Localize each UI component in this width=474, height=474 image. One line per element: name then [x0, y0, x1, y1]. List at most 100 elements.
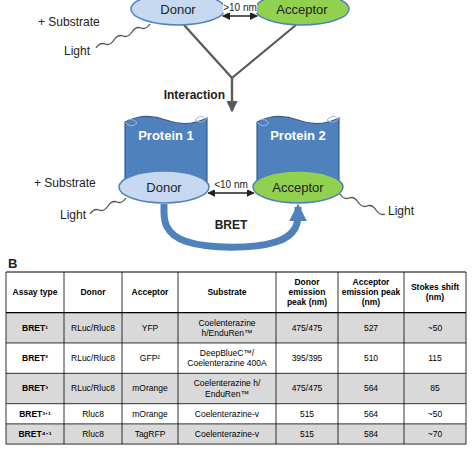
- table-cell: 115: [407, 353, 463, 363]
- substrate-note: + Substrate: [34, 176, 96, 190]
- table-cell: ~50: [407, 409, 463, 419]
- table-cell: DeepBlueC™/ Coelenterazine 400A: [181, 348, 273, 368]
- table-header: Substrate: [181, 287, 273, 297]
- table-rule: [6, 444, 466, 445]
- table-rule: [404, 272, 405, 444]
- protein-curl: [195, 116, 207, 122]
- connector-arrow: [232, 25, 296, 111]
- table-rule: [338, 272, 339, 444]
- table-rule: [122, 272, 123, 444]
- light-note: Light: [60, 208, 86, 222]
- donor-ellipse: Donor: [118, 170, 210, 204]
- edge-label: >10 nm: [223, 2, 257, 13]
- table-rule: [64, 272, 65, 444]
- table-cell: 395/395: [279, 353, 335, 363]
- table-rule: [6, 272, 7, 444]
- table-row-fill: [6, 343, 466, 373]
- node-text: Donor: [160, 2, 195, 17]
- edge-label: Interaction: [164, 88, 225, 102]
- connector-arrow: [164, 204, 298, 247]
- light-note: Light: [388, 204, 414, 218]
- table-cell: mOrange: [125, 383, 175, 393]
- acceptor-ellipse: Acceptor: [254, 0, 350, 26]
- node-text: Donor: [146, 180, 181, 195]
- protein-curl: [125, 119, 137, 125]
- table-cell: Rluc8: [67, 429, 119, 439]
- substrate-note: + Substrate: [38, 15, 100, 29]
- light-wave: [96, 24, 150, 48]
- table-cell: 510: [341, 353, 401, 363]
- table-cell: 475/475: [279, 383, 335, 393]
- table-rule: [6, 423, 466, 424]
- table-cell: 564: [341, 409, 401, 419]
- table-rule: [6, 271, 466, 272]
- table-cell: BRET²: [9, 353, 61, 363]
- table-cell: YFP: [125, 323, 175, 333]
- table-rule: [466, 272, 467, 444]
- table-rule: [6, 312, 466, 313]
- protein-curl: [257, 119, 269, 125]
- table-cell: mOrange: [125, 409, 175, 419]
- table-row-fill: [6, 404, 466, 424]
- table-row-fill: [6, 424, 466, 444]
- table-header: Donor emission peak (nm): [279, 277, 335, 308]
- table-cell: ~70: [407, 429, 463, 439]
- table-rule: [178, 272, 179, 444]
- light-note: Light: [64, 44, 90, 58]
- table-cell: BRET⁴·¹: [9, 429, 61, 439]
- table-cell: RLuc/Rluc8: [67, 353, 119, 363]
- table-header: Acceptor: [125, 287, 175, 297]
- protein-curl: [327, 116, 339, 122]
- table-row-fill: [6, 313, 466, 343]
- table-header: Assay type: [9, 287, 61, 297]
- connector-arrow: [223, 15, 257, 16]
- table-cell: 515: [279, 429, 335, 439]
- edge-label: <10 nm: [214, 179, 248, 190]
- table-header: Acceptor emission peak (nm): [341, 277, 401, 308]
- table-cell: Coelenterazine-v: [181, 429, 273, 439]
- table-cell: 564: [341, 383, 401, 393]
- table-cell: RLuc/Rluc8: [67, 383, 119, 393]
- connector-arrow: [208, 192, 254, 193]
- table-cell: 584: [341, 429, 401, 439]
- table-cell: 475/475: [279, 323, 335, 333]
- light-wave: [90, 198, 126, 214]
- ellipse-outline: [253, 171, 343, 203]
- table-rule: [6, 403, 466, 404]
- table-cell: TagRFP: [125, 429, 175, 439]
- table-cell: 85: [407, 383, 463, 393]
- ellipse-outline: [119, 171, 209, 203]
- table-rule: [6, 342, 466, 343]
- table-cell: Coelenterazine-v: [181, 409, 273, 419]
- table-rule: [6, 373, 466, 374]
- table-cell: BRET¹: [9, 323, 61, 333]
- table-rule: [276, 272, 277, 444]
- table-cell: BRET³: [9, 383, 61, 393]
- table-cell: RLuc/Rluc8: [67, 323, 119, 333]
- table-header: Stokes shift (nm): [407, 282, 463, 302]
- table-cell: GFP²: [125, 353, 175, 363]
- light-wave: [340, 194, 385, 215]
- table-cell: 527: [341, 323, 401, 333]
- table-cell: Coelenterazine h/EnduRen™: [181, 318, 273, 338]
- table-cell: BRET³·¹: [9, 409, 61, 419]
- table-row-fill: [6, 272, 466, 313]
- donor-ellipse: Donor: [130, 0, 226, 26]
- node-text: Protein 1: [138, 128, 194, 143]
- edge-label: BRET: [215, 218, 248, 232]
- panel-letter: B: [8, 256, 17, 271]
- ellipse-outline: [255, 0, 349, 25]
- node-text: Acceptor: [272, 180, 323, 195]
- acceptor-ellipse: Acceptor: [252, 170, 344, 204]
- table-cell: Coelenterazine h/ EnduRen™: [181, 378, 273, 398]
- table-header: Donor: [67, 287, 119, 297]
- table-cell: 515: [279, 409, 335, 419]
- table-row-fill: [6, 373, 466, 403]
- table-cell: ~50: [407, 323, 463, 333]
- node-text: Acceptor: [276, 2, 327, 17]
- ellipse-outline: [131, 0, 225, 25]
- table-cell: Rluc8: [67, 409, 119, 419]
